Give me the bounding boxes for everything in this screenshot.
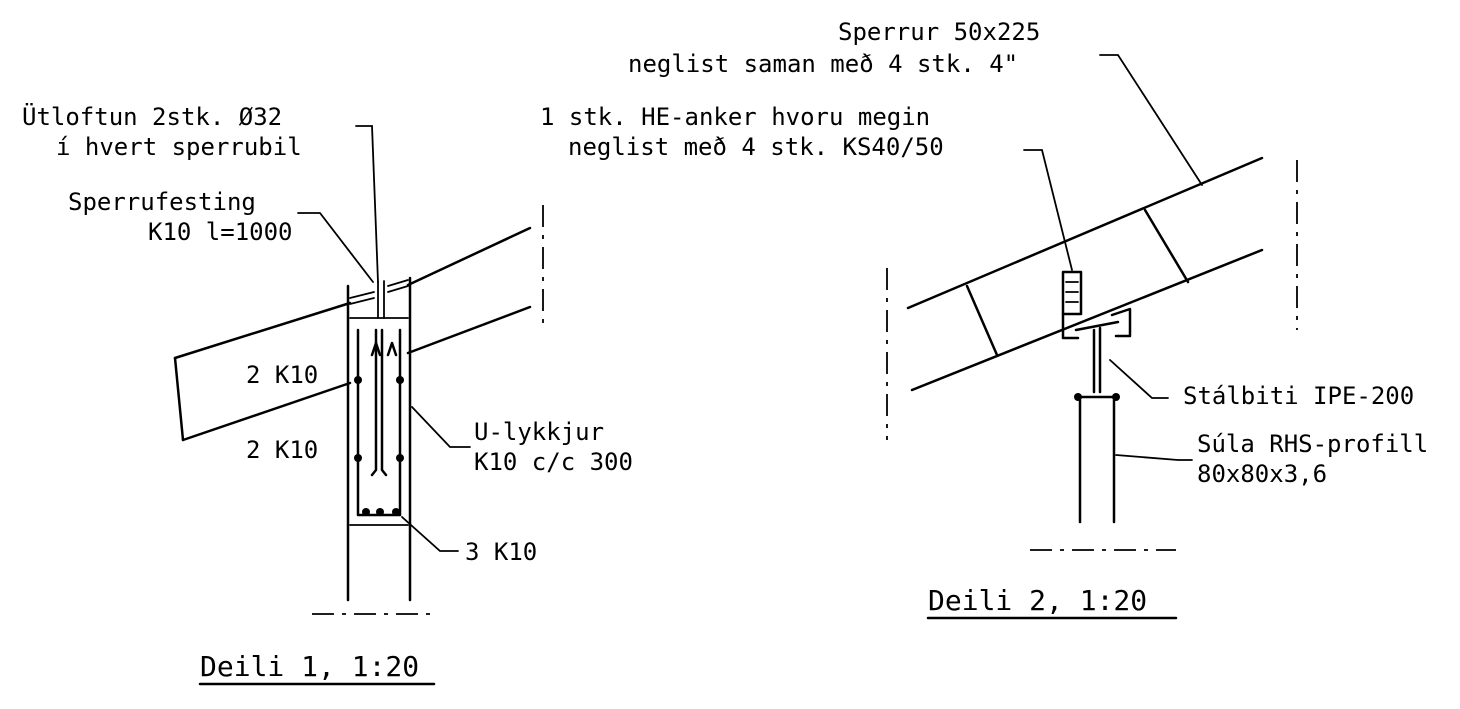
detail-1: Ütloftun 2stk. Ø32 í hvert sperrubil Spe… bbox=[22, 102, 633, 686]
bars-bottom-label: 3 K10 bbox=[465, 538, 537, 566]
detail2-rafters bbox=[906, 156, 1264, 392]
ventilation-label-line2: í hvert sperrubil bbox=[56, 133, 302, 161]
anchor-label-line1: 1 stk. HE-anker hvoru megin bbox=[540, 103, 930, 131]
detail1-reinforcement bbox=[354, 328, 404, 517]
detail1-title: Deili 1, 1:20 bbox=[200, 650, 419, 683]
detail1-rafter bbox=[173, 226, 532, 442]
stirrups-label-line1: U-lykkjur bbox=[474, 418, 604, 446]
steel-beam-ipe200 bbox=[1074, 320, 1120, 401]
detail2-title: Deili 2, 1:20 bbox=[928, 584, 1147, 617]
rafter-label-line1: Sperrur 50x225 bbox=[838, 18, 1040, 46]
anchor-label-line2: neglist með 4 stk. KS40/50 bbox=[568, 133, 944, 161]
column-label-line2: 80x80x3,6 bbox=[1197, 460, 1327, 488]
rhs-column bbox=[1078, 398, 1116, 524]
stirrups-label-line2: K10 c/c 300 bbox=[474, 448, 633, 476]
bars-upper-label: 2 K10 bbox=[246, 361, 318, 389]
fastening-label-line1: Sperrufesting bbox=[68, 188, 256, 216]
fastening-label-line2: K10 l=1000 bbox=[148, 218, 293, 246]
detail1-wall bbox=[346, 276, 412, 602]
column-label-line1: Súla RHS-profill bbox=[1197, 430, 1428, 458]
detail-2: Sperrur 50x225 neglist saman með 4 stk. … bbox=[540, 18, 1428, 620]
bars-lower-label: 2 K10 bbox=[246, 436, 318, 464]
detail2-leaders bbox=[1023, 54, 1203, 461]
ventilation-label-line1: Ütloftun 2stk. Ø32 bbox=[22, 102, 282, 131]
detail1-leaders bbox=[297, 125, 471, 552]
rafter-label-line2: neglist saman með 4 stk. 4" bbox=[628, 50, 1018, 78]
beam-label: Stálbiti IPE-200 bbox=[1183, 382, 1414, 410]
he-anchor bbox=[1061, 270, 1132, 340]
